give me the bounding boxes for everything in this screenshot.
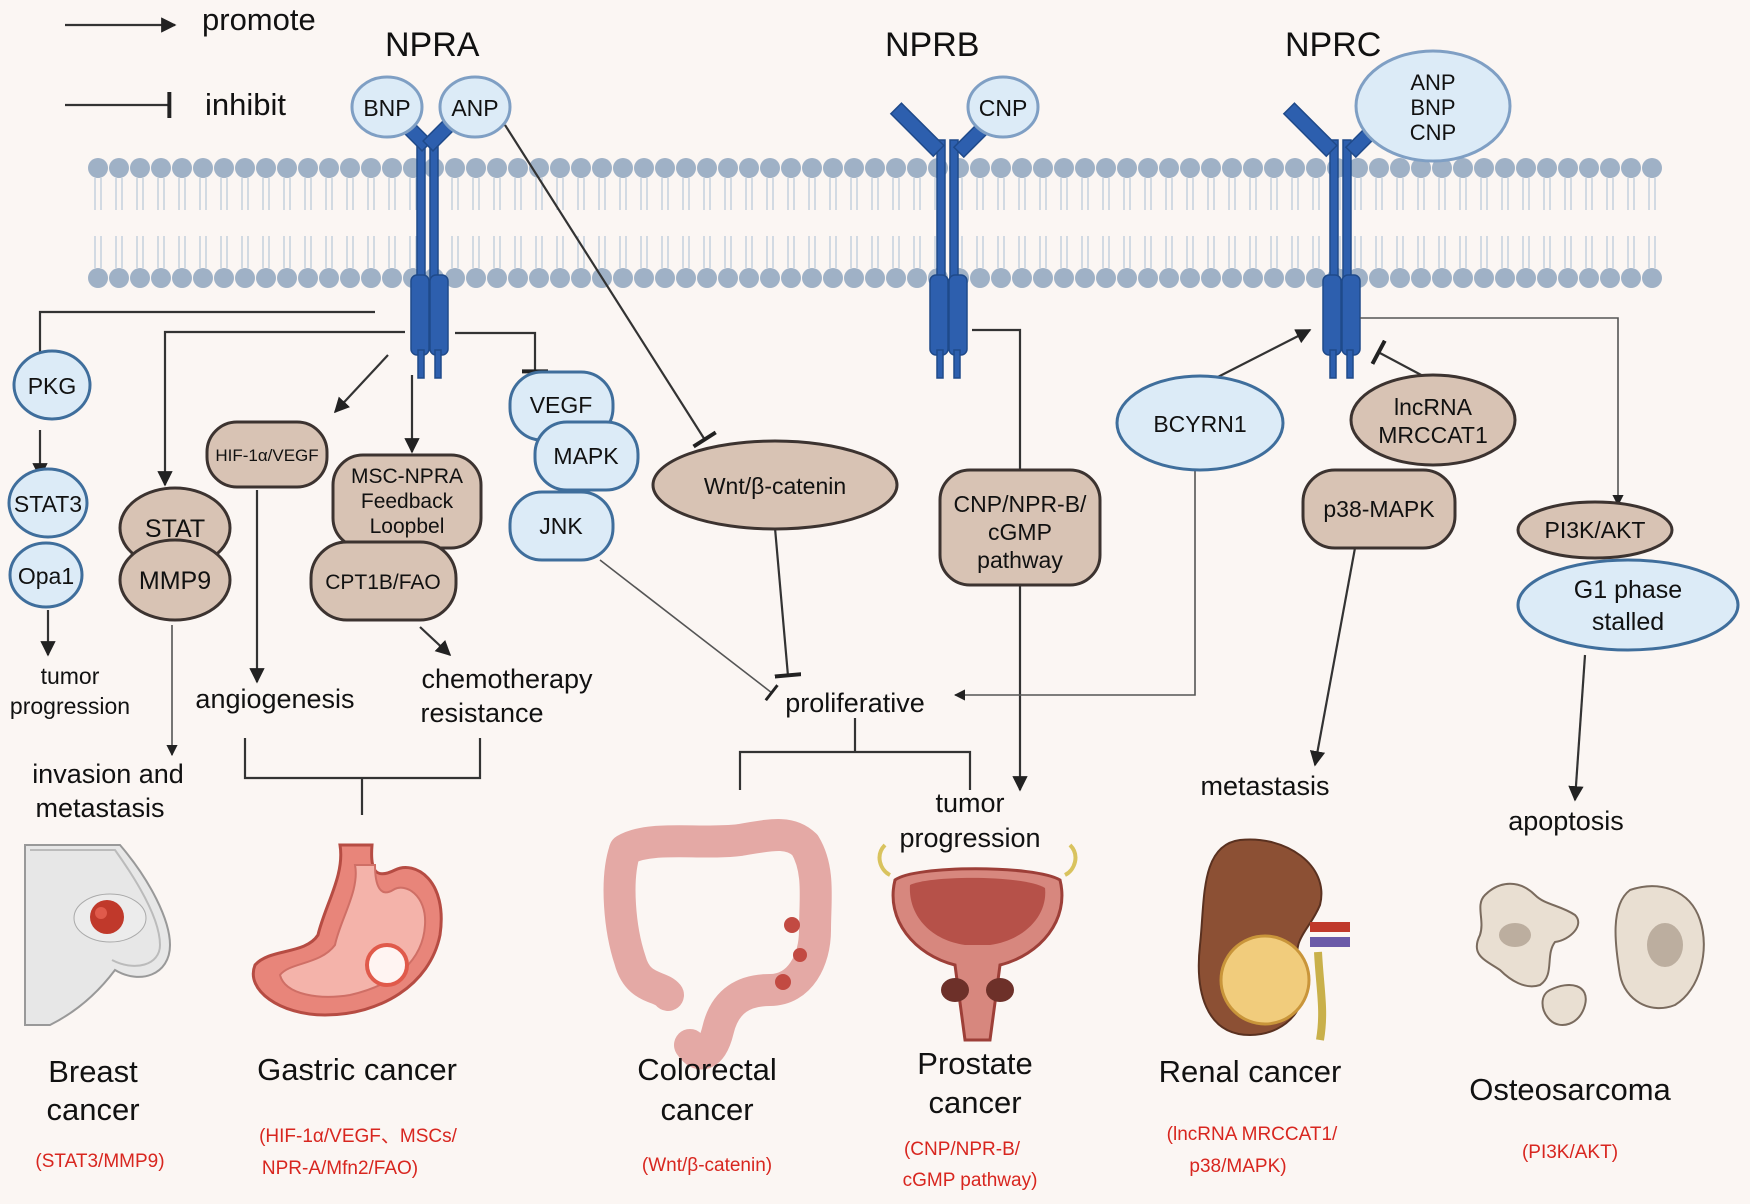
outcome-tumor-progression-1b: progression xyxy=(10,693,130,719)
node-opa1: Opa1 xyxy=(8,541,84,609)
svg-text:p38-MAPK: p38-MAPK xyxy=(1323,496,1435,522)
node-hif: HIF-1α/VEGF xyxy=(205,420,329,489)
node-mapk: MAPK xyxy=(533,420,640,492)
prostate-subtitle-2: cGMP pathway) xyxy=(903,1170,1038,1191)
anp-ligand xyxy=(438,75,512,139)
connectors xyxy=(32,124,1624,815)
node-cpt: CPT1B/FAO xyxy=(309,540,458,622)
outcome-proliferative: proliferative xyxy=(785,688,925,718)
node-stat3: STAT3 xyxy=(7,467,89,539)
outcome-tumor-progression-2a: tumor xyxy=(935,788,1004,818)
breast-illustration xyxy=(24,844,172,1026)
svg-text:stalled: stalled xyxy=(1592,608,1664,636)
colon-illustration xyxy=(603,819,832,1069)
svg-text:STAT3: STAT3 xyxy=(14,491,82,517)
legend-promote: promote xyxy=(202,2,316,37)
svg-text:MMP9: MMP9 xyxy=(139,567,211,595)
cell-membrane xyxy=(88,158,1662,288)
colorectal-subtitle: (Wnt/β-catenin) xyxy=(642,1155,772,1176)
svg-text:VEGF: VEGF xyxy=(530,392,593,418)
node-mmp9: MMP9 xyxy=(118,538,232,622)
npra-receptor xyxy=(387,106,468,379)
node-cnp-pathway: CNP/NPR-B/ cGMP pathway xyxy=(938,468,1102,587)
svg-text:G1 phase: G1 phase xyxy=(1574,576,1682,604)
cnp-ligand xyxy=(966,75,1040,139)
svg-text:Loopbel: Loopbel xyxy=(370,515,445,538)
nprc-ligand-anp: ANP xyxy=(1410,70,1455,95)
svg-text:Feedback: Feedback xyxy=(361,490,454,513)
node-jnk: JNK xyxy=(508,490,615,562)
receptor-title-nprb: NPRB xyxy=(885,26,979,64)
outcome-chemo-1: chemotherapy xyxy=(421,664,593,694)
svg-text:Opa1: Opa1 xyxy=(18,563,74,589)
stomach-illustration xyxy=(251,843,443,1017)
outcome-metastasis: metastasis xyxy=(1200,771,1329,801)
outcome-apoptosis: apoptosis xyxy=(1508,806,1624,836)
breast-title-1: Breast xyxy=(48,1054,138,1089)
legend-inhibit: inhibit xyxy=(205,87,286,122)
prostate-illustration xyxy=(877,843,1078,1042)
outcome-tumor-progression-1a: tumor xyxy=(41,663,100,689)
node-p38: p38-MAPK xyxy=(1301,468,1457,550)
outcome-invasion-2: metastasis xyxy=(35,793,164,823)
node-msc: MSC-NPRA Feedback Loopbel xyxy=(331,453,483,550)
node-bcyrn1: BCYRN1 xyxy=(1115,374,1285,472)
svg-text:JNK: JNK xyxy=(539,513,583,539)
prostate-subtitle-1: (CNP/NPR-B/ xyxy=(904,1139,1021,1160)
node-pi3k: PI3K/AKT xyxy=(1516,500,1674,560)
outcome-invasion-1: invasion and xyxy=(32,759,184,789)
receptor-title-nprc: NPRC xyxy=(1285,26,1381,64)
svg-text:PI3K/AKT: PI3K/AKT xyxy=(1545,517,1646,543)
svg-text:MAPK: MAPK xyxy=(553,443,619,469)
nprb-receptor xyxy=(889,102,994,379)
cnp-label: CNP xyxy=(979,95,1028,121)
legend: promote inhibit xyxy=(65,2,316,122)
svg-text:BCYRN1: BCYRN1 xyxy=(1153,411,1246,437)
colorectal-title-2: cancer xyxy=(660,1092,753,1127)
node-g1: G1 phase stalled xyxy=(1516,558,1740,652)
gastric-title: Gastric cancer xyxy=(257,1052,457,1087)
svg-text:PKG: PKG xyxy=(28,373,77,399)
svg-text:CNP/NPR-B/: CNP/NPR-B/ xyxy=(954,491,1088,517)
receptor-title-npra: NPRA xyxy=(385,26,480,64)
renal-subtitle-2: p38/MAPK) xyxy=(1189,1156,1286,1177)
svg-text:HIF-1α/VEGF: HIF-1α/VEGF xyxy=(215,446,318,465)
svg-text:STAT: STAT xyxy=(145,515,205,543)
node-lncrna: lncRNA MRCCAT1 xyxy=(1349,373,1517,467)
breast-title-2: cancer xyxy=(46,1092,139,1127)
prostate-title-1: Prostate xyxy=(917,1046,1032,1081)
kidney-illustration xyxy=(1197,838,1350,1041)
outcome-angiogenesis: angiogenesis xyxy=(195,684,354,714)
osteosarcoma-title: Osteosarcoma xyxy=(1469,1072,1671,1107)
osteosarcoma-subtitle: (PI3K/AKT) xyxy=(1522,1142,1618,1163)
prostate-title-2: cancer xyxy=(928,1085,1021,1120)
renal-subtitle-1: (lncRNA MRCCAT1/ xyxy=(1167,1124,1338,1145)
anp-label: ANP xyxy=(451,95,498,121)
nprc-ligand-bnp: BNP xyxy=(1410,95,1455,120)
svg-text:Wnt/β-catenin: Wnt/β-catenin xyxy=(704,473,846,499)
gastric-subtitle-1: (HIF-1α/VEGF、MSCs/ xyxy=(259,1126,458,1147)
breast-subtitle: (STAT3/MMP9) xyxy=(35,1151,164,1172)
svg-text:MRCCAT1: MRCCAT1 xyxy=(1378,422,1487,448)
osteosarcoma-illustration xyxy=(1475,882,1705,1026)
svg-text:pathway: pathway xyxy=(977,547,1063,573)
outcome-tumor-progression-2b: progression xyxy=(899,823,1040,853)
nprc-ligand-cluster xyxy=(1354,49,1512,163)
node-pkg: PKG xyxy=(12,349,92,421)
svg-text:lncRNA: lncRNA xyxy=(1394,394,1473,420)
outcome-labels: tumor progression invasion and metastasi… xyxy=(10,663,1624,853)
gastric-subtitle-2: NPR-A/Mfn2/FAO) xyxy=(262,1158,418,1179)
colorectal-title-1: Colorectal xyxy=(637,1052,777,1087)
node-wnt: Wnt/β-catenin xyxy=(651,439,899,531)
renal-title: Renal cancer xyxy=(1159,1054,1342,1089)
bnp-label: BNP xyxy=(363,95,410,121)
svg-text:cGMP: cGMP xyxy=(988,519,1052,545)
svg-text:MSC-NPRA: MSC-NPRA xyxy=(351,465,463,488)
svg-text:CPT1B/FAO: CPT1B/FAO xyxy=(325,571,441,594)
nprc-ligand-cnp: CNP xyxy=(1410,120,1456,145)
outcome-chemo-2: resistance xyxy=(420,698,543,728)
bnp-ligand xyxy=(350,75,424,139)
cancer-captions: Breast cancer (STAT3/MMP9) Gastric cance… xyxy=(35,1046,1671,1191)
